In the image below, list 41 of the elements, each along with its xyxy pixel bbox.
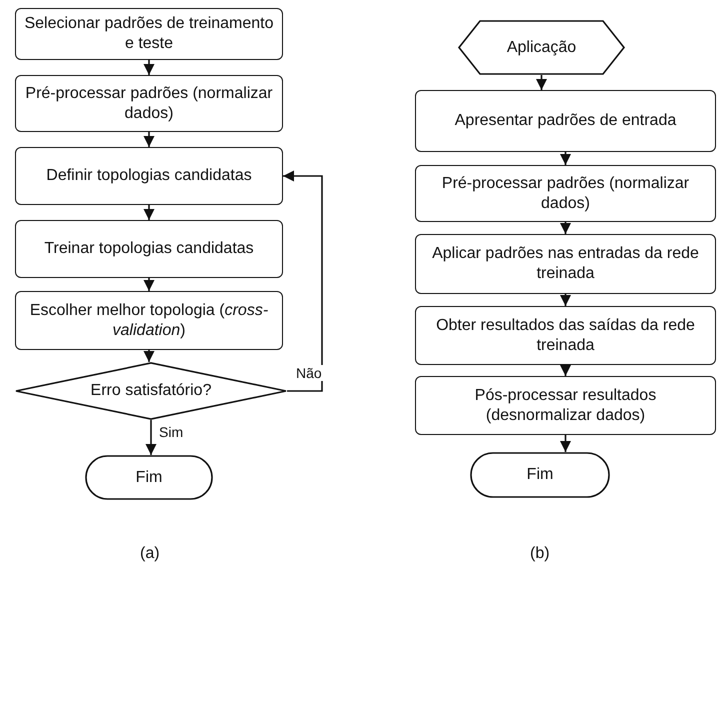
step-text: Selecionar padrões de treinamento e teste [23,14,275,54]
edge-label: Não [294,365,324,381]
step-text: Treinar topologias candidatas [43,239,255,259]
arrow [560,152,572,165]
arrow [560,364,572,376]
process-box [415,165,716,222]
arrow [560,294,572,306]
arrow [143,278,155,291]
step-text: Pré-processar padrões (normalizar dados) [24,84,274,124]
process-box [15,147,283,205]
arrow [143,205,155,220]
step-text: Aplicação [506,38,578,58]
panel-label: (b) [528,545,552,563]
step-text: Aplicar padrões nas entradas da rede treinada [431,244,700,284]
arrow [283,170,323,392]
step-text: Pós-processar resultados (desnormalizar dados) [474,386,658,426]
arrow [143,60,155,75]
process-box [15,8,283,60]
step-text: Fim [526,465,554,485]
process-box [415,90,716,152]
arrow [560,435,572,452]
step-text: Apresentar padrões de entrada [454,111,678,131]
arrow [145,420,157,455]
step-text: Fim [134,468,164,488]
process-box [415,376,716,435]
process-box [15,291,283,350]
edge-label: Sim [157,424,186,440]
panel-label: (a) [138,545,162,563]
arrow [536,75,548,90]
step-text: Erro satisfatório? [90,381,212,401]
process-box [15,75,283,132]
process-box [15,220,283,278]
arrow [143,132,155,147]
step-text: Pré-processar padrões (normalizar dados) [440,174,690,214]
process-box [415,234,716,294]
arrow [143,350,155,362]
step-text: Definir topologias candidatas [45,166,253,186]
step-text: Escolher melhor topologia (cross-validation) [28,300,270,340]
process-box [415,306,716,365]
arrow [560,222,572,234]
step-text: Obter resultados das saídas da rede treinada [435,316,696,356]
